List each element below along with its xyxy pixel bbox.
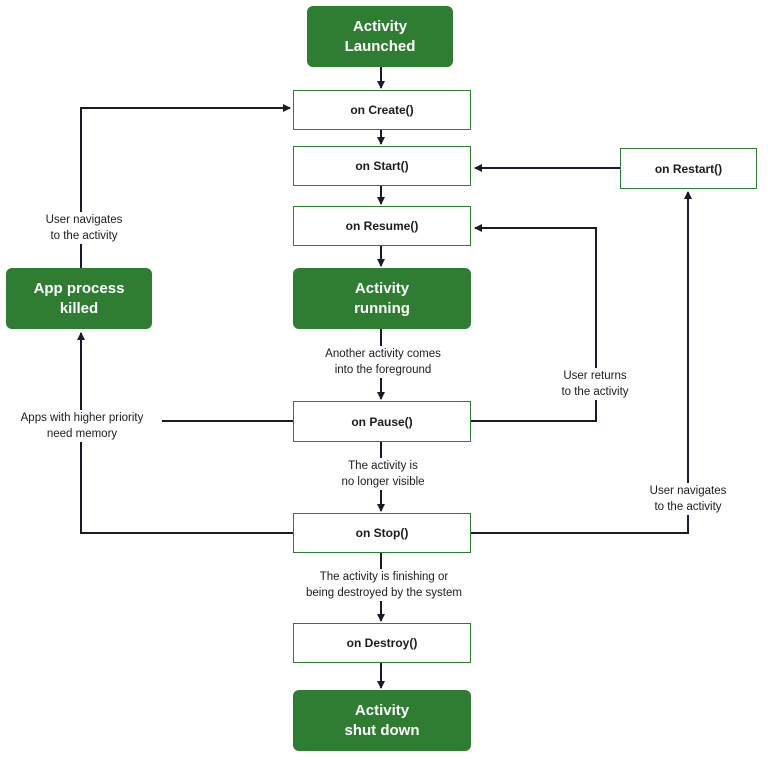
on-pause-label: on Pause() xyxy=(351,414,413,429)
activity-launched-node: Activity Launched xyxy=(307,6,453,67)
app-process-killed-label: App process killed xyxy=(33,279,125,317)
activity-shutdown-node: Activity shut down xyxy=(293,690,471,751)
on-resume-label: on Resume() xyxy=(345,219,419,233)
label-user-navigates-right: User navigates to the activity xyxy=(628,483,748,515)
on-destroy-label: on Destroy() xyxy=(346,636,418,650)
app-process-killed-node: App process killed xyxy=(6,268,152,329)
label-user-navigates-left: User navigates to the activity xyxy=(24,212,144,244)
on-pause-box: on Pause() xyxy=(293,401,471,442)
label-another-activity: Another activity comes into the foregrou… xyxy=(302,346,464,378)
label-user-returns: User returns to the activity xyxy=(536,368,654,400)
label-finishing: The activity is finishing or being destr… xyxy=(290,569,478,601)
activity-launched-label: Activity Launched xyxy=(344,17,416,55)
arrow-stop-to-restart xyxy=(471,191,692,534)
on-stop-label: on Stop() xyxy=(355,526,409,540)
on-resume-box: on Resume() xyxy=(293,206,471,246)
activity-shutdown-label: Activity shut down xyxy=(344,701,420,739)
on-create-label: on Create() xyxy=(350,103,414,117)
on-start-label: on Start() xyxy=(355,159,409,173)
on-restart-label: on Restart() xyxy=(654,161,723,176)
arrow-stop-to-killed xyxy=(77,332,293,534)
on-destroy-box: on Destroy() xyxy=(293,623,471,663)
on-create-box: on Create() xyxy=(293,90,471,130)
on-stop-box: on Stop() xyxy=(293,513,471,553)
activity-running-label: Activity running xyxy=(354,279,410,317)
label-no-longer-visible: The activity is no longer visible xyxy=(322,458,444,490)
activity-running-node: Activity running xyxy=(293,268,471,329)
label-higher-priority: Apps with higher priority need memory xyxy=(2,410,162,442)
arrow-pause-to-resume xyxy=(471,224,597,422)
arrow-killed-to-create xyxy=(80,104,291,268)
on-restart-box: on Restart() xyxy=(620,148,757,189)
on-start-box: on Start() xyxy=(293,146,471,186)
